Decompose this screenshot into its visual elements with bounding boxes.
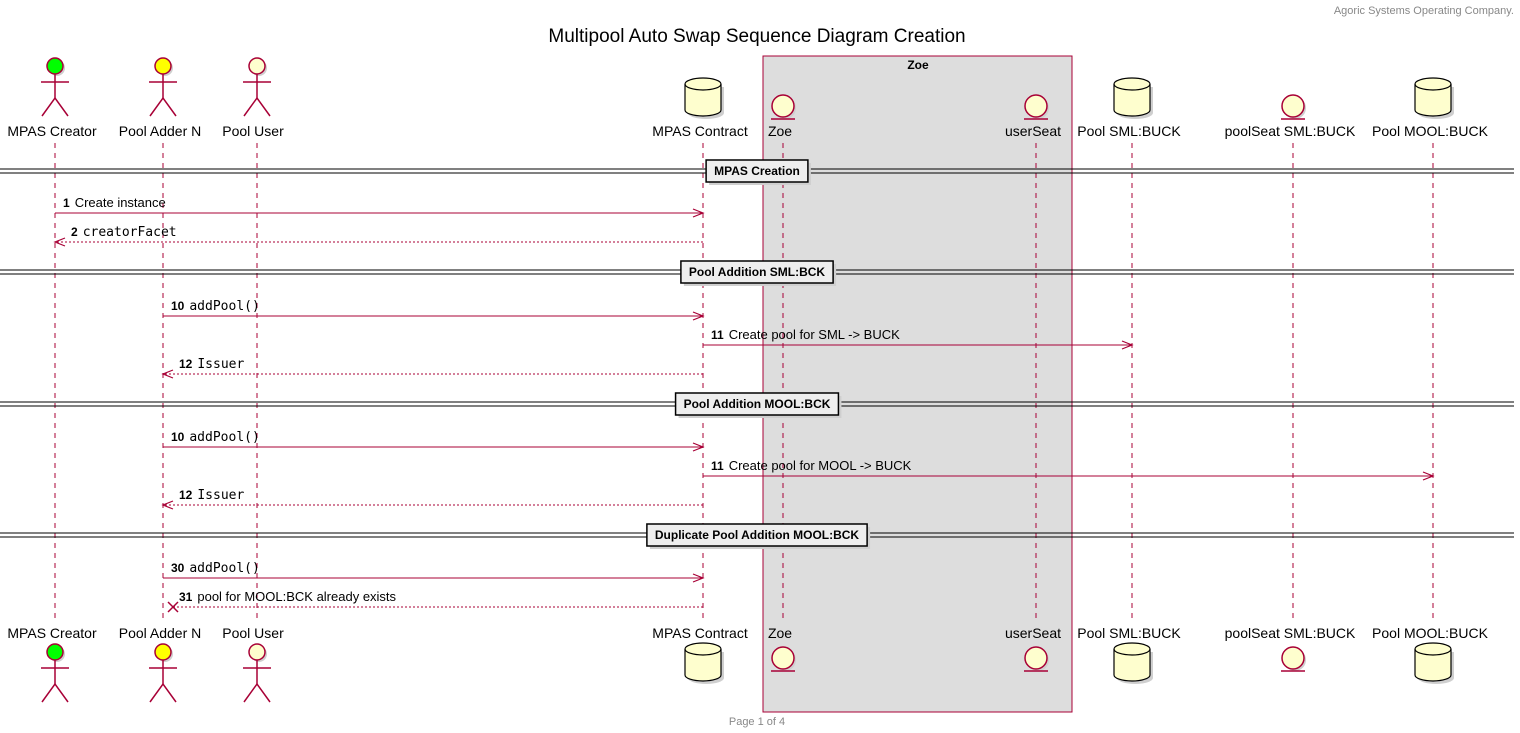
message-label: Create instance [75, 195, 166, 210]
entity-icon-zoe-top [771, 94, 796, 120]
participant-label-userSeat-bottom: userSeat [1005, 625, 1061, 641]
database-icon-contract-top [684, 77, 724, 119]
message-label: Issuer [197, 488, 244, 503]
database-icon-poolMool-top [1414, 77, 1454, 119]
entity-icon-userSeat-top [1024, 94, 1049, 120]
participant-label-user-bottom: Pool User [222, 625, 284, 641]
message-label: addPool() [189, 299, 259, 314]
participant-label-zoe-top: Zoe [768, 123, 792, 139]
arrowhead-icon [1121, 340, 1134, 350]
arrowhead-icon [161, 500, 174, 510]
participant-label-adder-top: Pool Adder N [119, 123, 202, 139]
message-label: addPool() [189, 430, 259, 445]
entity-icon-zoe-bottom [771, 646, 796, 672]
arrowhead-icon [692, 208, 705, 218]
arrowhead-icon [1422, 471, 1435, 481]
message-number: 30 [171, 561, 185, 575]
message-12-return: 12 Issuer [161, 488, 703, 510]
message-number: 12 [179, 488, 193, 502]
arrowhead-icon [692, 442, 705, 452]
message-label: addPool() [189, 561, 259, 576]
participant-label-poolSeatSml-bottom: poolSeat SML:BUCK [1225, 625, 1356, 641]
actor-icon-creator-bottom [41, 643, 69, 703]
page-footer: Page 1 of 4 [728, 716, 786, 728]
participant-label-userSeat-top: userSeat [1005, 123, 1061, 139]
zoe-box-label: Zoe [907, 58, 929, 72]
database-icon-poolMool-bottom [1414, 642, 1454, 684]
message-label: Create pool for SML -> BUCK [729, 327, 900, 342]
message-label: pool for MOOL:BCK already exists [197, 589, 396, 604]
message-30-call: 30 addPool() [163, 561, 705, 583]
message-10-call: 10 addPool() [163, 430, 705, 452]
message-number: 11 [711, 459, 724, 473]
participant-label-poolSeatSml-top: poolSeat SML:BUCK [1225, 123, 1356, 139]
arrowhead-icon [161, 369, 174, 379]
message-number: 31 [179, 590, 193, 604]
participant-label-poolSml-bottom: Pool SML:BUCK [1077, 625, 1181, 641]
message-number: 12 [179, 357, 193, 371]
section-divider: Pool Addition SML:BCK [0, 260, 1514, 286]
message-31-lost: 31 pool for MOOL:BCK already exists [167, 589, 703, 613]
message-number: 11 [711, 328, 724, 342]
arrowhead-icon [53, 237, 66, 247]
participant-label-creator-bottom: MPAS Creator [7, 625, 97, 641]
arrowhead-icon [692, 573, 705, 583]
message-number: 10 [171, 430, 185, 444]
message-label: Issuer [197, 357, 244, 372]
arrowhead-icon [692, 311, 705, 321]
entity-icon-userSeat-bottom [1024, 646, 1049, 672]
message-12-return: 12 Issuer [161, 357, 703, 379]
message-10-call: 10 addPool() [163, 299, 705, 321]
actor-icon-adder-bottom [149, 643, 177, 703]
participant-label-contract-top: MPAS Contract [652, 123, 748, 139]
zoe-box [762, 55, 1073, 713]
participant-label-creator-top: MPAS Creator [7, 123, 97, 139]
participant-label-adder-bottom: Pool Adder N [119, 625, 202, 641]
message-label: creatorFacet [83, 225, 177, 240]
message-11-call: 11 Create pool for MOOL -> BUCK [703, 458, 1435, 481]
message-2-return: 2 creatorFacet [53, 225, 703, 247]
message-1-call: 1 Create instance [55, 195, 705, 218]
section-divider: MPAS Creation [0, 159, 1514, 185]
section-label: Pool Addition MOOL:BCK [684, 397, 831, 411]
database-icon-contract-bottom [684, 642, 724, 684]
message-number: 2 [71, 225, 78, 239]
header-note: Agoric Systems Operating Company. [1333, 5, 1514, 17]
participant-label-poolMool-bottom: Pool MOOL:BUCK [1372, 625, 1489, 641]
actor-icon-user-bottom [243, 643, 271, 703]
database-icon-poolSml-bottom [1113, 642, 1153, 684]
actor-icon-user-top [243, 57, 271, 117]
entity-icon-poolSeatSml-bottom [1281, 646, 1306, 672]
section-divider: Pool Addition MOOL:BCK [0, 392, 1514, 418]
entity-icon-poolSeatSml-top [1281, 94, 1306, 120]
section-divider: Duplicate Pool Addition MOOL:BCK [0, 523, 1514, 549]
section-label: MPAS Creation [714, 164, 800, 178]
message-number: 1 [63, 196, 70, 210]
participant-label-contract-bottom: MPAS Contract [652, 625, 748, 641]
diagram-title: Multipool Auto Swap Sequence Diagram Cre… [548, 26, 966, 47]
section-label: Duplicate Pool Addition MOOL:BCK [655, 528, 860, 542]
participant-label-user-top: Pool User [222, 123, 284, 139]
participant-label-poolMool-top: Pool MOOL:BUCK [1372, 123, 1489, 139]
database-icon-poolSml-top [1113, 77, 1153, 119]
message-label: Create pool for MOOL -> BUCK [729, 458, 912, 473]
message-11-call: 11 Create pool for SML -> BUCK [703, 327, 1134, 350]
section-label: Pool Addition SML:BCK [689, 265, 826, 279]
participant-label-poolSml-top: Pool SML:BUCK [1077, 123, 1181, 139]
message-number: 10 [171, 299, 185, 313]
actor-icon-creator-top [41, 57, 69, 117]
actor-icon-adder-top [149, 57, 177, 117]
participant-label-zoe-bottom: Zoe [768, 625, 792, 641]
